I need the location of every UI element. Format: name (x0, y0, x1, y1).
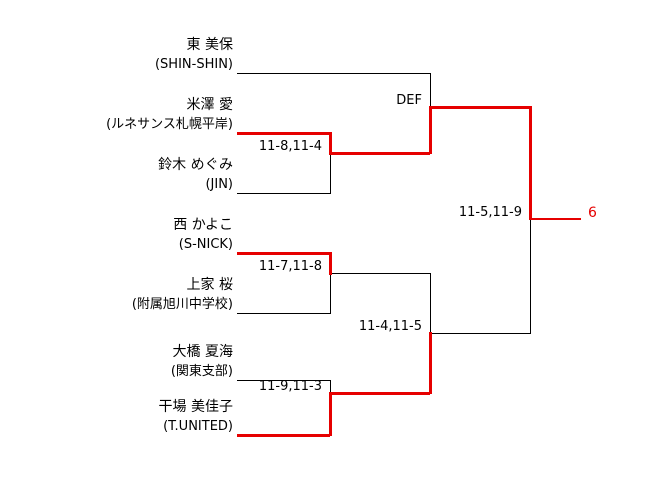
line-join-round1-bottom-loser (330, 380, 331, 394)
score-round1-top: 11-8,11-4 (258, 139, 322, 154)
line-out-round1-middle (330, 273, 430, 274)
winner-join-round1-middle (329, 252, 332, 275)
line-player-kamiie (237, 313, 330, 314)
player-name: 西 かよこ (173, 217, 233, 233)
player-club: (SHIN-SHIN) (154, 57, 233, 72)
winner-line-player-hoshiba (237, 434, 330, 437)
winner-line-out-round1-bottom (329, 392, 430, 395)
score-round1-bottom: 11-9,11-3 (258, 379, 322, 394)
player-entry-ohashi: 大橋 夏海 (関東支部) (171, 342, 233, 382)
player-entry-hoshiba: 干場 美佳子 (T.UNITED) (159, 397, 233, 437)
player-entry-suzuki: 鈴木 めぐみ (JIN) (158, 155, 233, 195)
player-name: 干場 美佳子 (158, 399, 233, 415)
line-player-suzuki (237, 193, 330, 194)
winner-line-out-final (529, 218, 581, 220)
score-semifinal-top: DEF (396, 93, 422, 108)
winner-join-semifinal-bottom (429, 332, 432, 394)
player-name: 上家 桜 (186, 277, 233, 293)
advance-position-label: 6 (588, 205, 597, 221)
player-club: (関東支部) (170, 364, 233, 379)
line-join-semifinal-bottom-loser (430, 273, 431, 334)
line-join-semifinal-top-loser (430, 73, 431, 108)
line-player-higashi (237, 73, 430, 74)
player-club: (T.UNITED) (163, 419, 233, 434)
line-join-final-loser (530, 219, 531, 334)
player-name: 米澤 愛 (186, 97, 233, 113)
winner-line-out-round1-top (329, 152, 430, 155)
player-name: 大橋 夏海 (172, 344, 233, 360)
player-name: 東 美保 (186, 37, 233, 53)
winner-join-final (529, 106, 532, 220)
winner-join-round1-top (329, 132, 332, 154)
line-join-round1-middle-loser (330, 273, 331, 314)
winner-line-player-yonezawa (237, 132, 330, 135)
line-join-round1-top-loser (330, 153, 331, 194)
player-club: (S-NICK) (178, 237, 233, 252)
player-name: 鈴木 めぐみ (158, 157, 233, 173)
player-entry-yonezawa: 米澤 愛 (ルネサンス札幌平岸) (106, 95, 233, 135)
winner-join-round1-bottom (329, 392, 332, 436)
winner-join-semifinal-top (429, 106, 432, 154)
player-club: (附属旭川中学校) (131, 297, 233, 312)
player-entry-higashi: 東 美保 (SHIN-SHIN) (155, 35, 233, 75)
line-player-ohashi (237, 380, 330, 381)
player-club: (ルネサンス札幌平岸) (106, 117, 233, 132)
winner-line-out-semifinal-top (429, 106, 530, 109)
score-semifinal-bottom: 11-4,11-5 (358, 319, 422, 334)
score-round1-middle: 11-7,11-8 (258, 259, 322, 274)
player-club: (JIN) (205, 177, 233, 192)
player-entry-nishi: 西 かよこ (S-NICK) (173, 215, 233, 255)
line-out-semifinal-bottom (430, 333, 530, 334)
winner-line-player-nishi (237, 252, 330, 255)
player-entry-kamiie: 上家 桜 (附属旭川中学校) (132, 275, 233, 315)
score-final: 11-5,11-9 (458, 205, 522, 220)
